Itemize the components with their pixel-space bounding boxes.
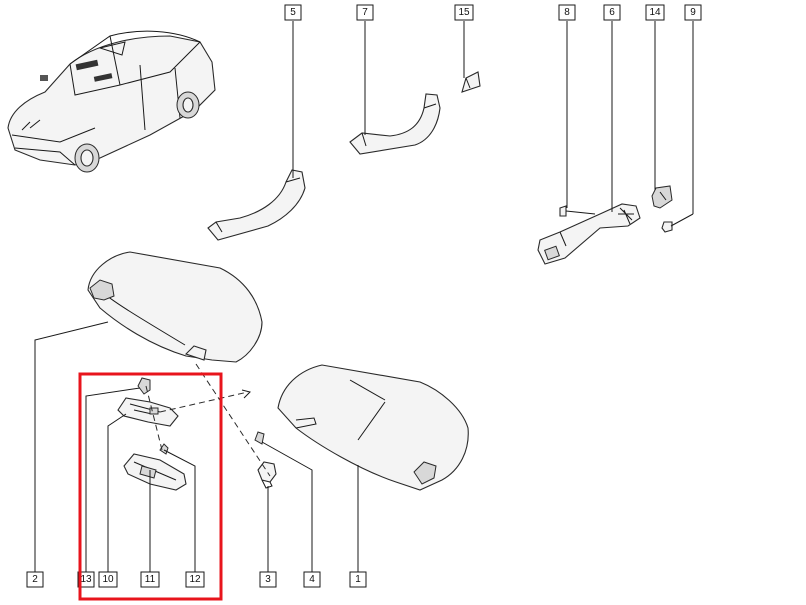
- clip-15: [461, 71, 481, 93]
- screw-8: [559, 205, 596, 217]
- nut-small: [137, 377, 151, 395]
- bracket-4: [254, 431, 265, 445]
- callout-8[interactable]: 8: [558, 4, 576, 21]
- sun-visor-2: [87, 251, 263, 363]
- callout-1[interactable]: 1: [349, 571, 367, 588]
- svg-text:4: 4: [309, 574, 315, 585]
- callout-11[interactable]: 11: [140, 571, 160, 588]
- svg-text:15: 15: [458, 7, 470, 18]
- highlight-box: [78, 372, 223, 601]
- grab-handle-5: [207, 169, 306, 241]
- cap-14: [651, 185, 673, 209]
- cover-11: [123, 453, 187, 491]
- svg-text:7: 7: [362, 7, 368, 18]
- svg-text:13: 13: [80, 574, 92, 585]
- callout-13[interactable]: 13: [77, 571, 95, 588]
- svg-text:11: 11: [145, 574, 156, 585]
- svg-text:6: 6: [609, 7, 615, 18]
- svg-text:8: 8: [564, 7, 570, 18]
- callout-5[interactable]: 5: [284, 4, 302, 21]
- svg-text:1: 1: [355, 574, 361, 585]
- callout-4[interactable]: 4: [303, 571, 321, 588]
- callout-6[interactable]: 6: [603, 4, 621, 21]
- sun-visor-1: [277, 364, 469, 491]
- callout-14[interactable]: 14: [645, 4, 665, 21]
- callout-2[interactable]: 2: [26, 571, 44, 588]
- grab-handle-6: [537, 203, 641, 265]
- clip-3: [257, 461, 277, 489]
- svg-text:14: 14: [649, 7, 661, 18]
- callout-12[interactable]: 12: [185, 571, 205, 588]
- svg-text:2: 2: [32, 574, 38, 585]
- callout-15[interactable]: 15: [454, 4, 474, 21]
- svg-text:10: 10: [102, 574, 114, 585]
- svg-text:3: 3: [265, 574, 271, 585]
- grab-handle-7: [349, 93, 441, 155]
- svg-text:5: 5: [290, 7, 296, 18]
- svg-text:9: 9: [690, 7, 696, 18]
- svg-text:12: 12: [189, 574, 201, 585]
- mounting-bracket-10: [117, 397, 179, 427]
- callout-3[interactable]: 3: [259, 571, 277, 588]
- sedan-car-icon: [7, 30, 216, 173]
- callout-9[interactable]: 9: [684, 4, 702, 21]
- callout-10[interactable]: 10: [98, 571, 118, 588]
- callout-7[interactable]: 7: [356, 4, 374, 21]
- cap-9: [661, 221, 673, 233]
